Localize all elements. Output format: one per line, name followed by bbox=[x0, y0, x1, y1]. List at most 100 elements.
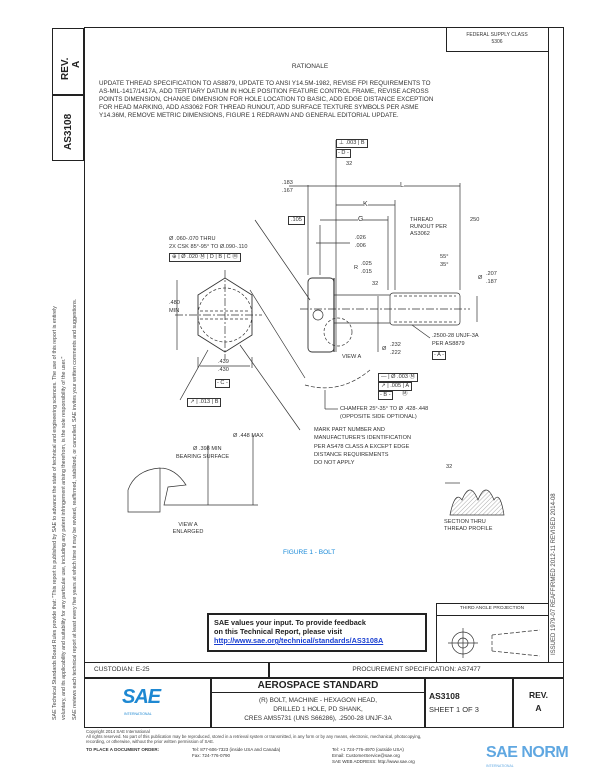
rev-cell bbox=[513, 678, 564, 728]
datum-c: - C - bbox=[215, 379, 230, 388]
custodian-cell bbox=[84, 662, 269, 678]
procurement-cell bbox=[269, 662, 564, 678]
dia-symbol-207: Ø bbox=[478, 275, 483, 281]
dim-g: G bbox=[358, 216, 364, 223]
leader bbox=[239, 344, 301, 431]
chamfer-arc bbox=[304, 369, 371, 389]
datum-b: - B - bbox=[378, 391, 393, 400]
leader bbox=[179, 349, 209, 401]
view-a-circle bbox=[323, 317, 353, 347]
dim-006: .006 bbox=[355, 243, 366, 249]
logo-cell bbox=[84, 678, 211, 728]
dim-480: .480 bbox=[169, 300, 180, 306]
tel-outside: Tel: +1 724-776-4970 (outside USA) bbox=[332, 747, 404, 752]
doc-number: AS3108 bbox=[429, 691, 460, 701]
dim-232: .232 bbox=[390, 342, 401, 348]
fcf-runout: ↗ | .005 | A bbox=[378, 382, 413, 391]
feedback-box: SAE values your input. To provide feedba… bbox=[207, 613, 427, 652]
datum-b-modifier: Ⓜ bbox=[402, 391, 408, 397]
rationale-line: AS-MIL-1417/1417A, ADD TERTIARY DATUM IN… bbox=[99, 88, 429, 96]
rationale-line: FOR HEAD MARKING, ADD AS3062 FOR THREAD … bbox=[99, 104, 419, 112]
chamfer-note-2: (OPPOSITE SIDE OPTIONAL) bbox=[340, 414, 417, 420]
datum-a: - A - bbox=[432, 351, 446, 360]
chamfer-note: CHAMFER 25°-35° TO Ø .428-.448 bbox=[340, 406, 429, 412]
angle-55: 55° bbox=[440, 254, 449, 260]
thread-profile bbox=[449, 489, 505, 516]
drill-hole bbox=[312, 309, 324, 321]
dim-187: .187 bbox=[486, 279, 497, 285]
custodian: CUSTODIAN: E-25 bbox=[94, 666, 150, 673]
roughness-32-thread: 32 bbox=[446, 464, 453, 470]
sheet-number: SHEET 1 OF 3 bbox=[429, 705, 479, 714]
thread-spec: .2500-28 UNJF-3A bbox=[432, 333, 479, 339]
order-label: TO PLACE A DOCUMENT ORDER: bbox=[86, 747, 160, 752]
title-cell bbox=[211, 678, 425, 728]
dim-398-min: Ø .398 MIN bbox=[193, 446, 222, 452]
shank bbox=[334, 294, 390, 324]
dim-r025: .025 bbox=[361, 261, 372, 267]
feedback-line1: SAE values your input. To provide feedba… bbox=[214, 618, 366, 627]
dim-r015: .015 bbox=[361, 269, 372, 275]
dim-439: .439 bbox=[218, 359, 229, 365]
rationale-heading: RATIONALE bbox=[291, 63, 329, 70]
hole-note-2: 2X CSK 85°-95° TO Ø.090-.110 bbox=[169, 244, 248, 250]
figure-caption: FIGURE 1 - BOLT bbox=[283, 549, 336, 556]
head-side-view bbox=[307, 277, 335, 353]
sae-logo: SAE bbox=[122, 686, 161, 708]
roughness-32-top: 32 bbox=[346, 161, 353, 167]
supply-class-box bbox=[446, 27, 548, 52]
watermark-logo: SAE NORM bbox=[486, 744, 569, 761]
dim-222: .222 bbox=[390, 350, 401, 356]
hole-note-1: Ø .060-.070 THRU bbox=[169, 236, 216, 242]
footer: Copyright 2014 SAE International All rig… bbox=[86, 729, 422, 745]
fcf-hole-position: ⊕ | Ø .020 Ⓜ | D | B | C Ⓜ bbox=[169, 253, 241, 262]
dim-430: .430 bbox=[218, 367, 229, 373]
hole-leader bbox=[254, 219, 311, 301]
feedback-link[interactable]: http://www.sae.org/technical/standards/A… bbox=[214, 636, 384, 645]
dim-l: L bbox=[400, 182, 404, 189]
left-rev-box bbox=[52, 28, 84, 95]
dim-448-max: Ø .448 MAX bbox=[233, 433, 264, 439]
supply-class-line2: 5306 bbox=[491, 39, 503, 45]
fcf-perpendicularity: ⊥ .003 | B bbox=[336, 139, 368, 148]
roughness-32-shank: 32 bbox=[372, 281, 379, 287]
doc-number-cell bbox=[425, 678, 513, 728]
leader bbox=[249, 289, 306, 379]
watermark-sub: INTERNATIONAL bbox=[486, 764, 514, 768]
rev-value: A bbox=[535, 703, 542, 713]
dim-207: .207 bbox=[486, 271, 497, 277]
projection-label: THIRD ANGLE PROJECTION bbox=[459, 606, 525, 611]
supply-class-line1: FEDERAL SUPPLY CLASS bbox=[466, 32, 528, 38]
fax: Fax: 724-776-0790 bbox=[192, 753, 231, 758]
fcf-straightness: — | Ø .003 Ⓜ bbox=[378, 373, 419, 382]
dim-k: K bbox=[363, 201, 368, 208]
tel-inside: Tel: 877-606-7323 (inside USA and Canada… bbox=[192, 747, 281, 752]
projection-cone bbox=[491, 629, 541, 657]
feedback-line2: on this Technical Report, please visit bbox=[214, 627, 342, 636]
thread-spec-standard: PER AS8879 bbox=[432, 341, 465, 347]
view-a-enlarged bbox=[127, 467, 258, 513]
thread-leader bbox=[411, 324, 431, 339]
view-a-label: VIEW A bbox=[342, 354, 362, 360]
sae-logo-sub: INTERNATIONAL bbox=[124, 712, 152, 716]
bearing-surface: BEARING SURFACE bbox=[176, 454, 230, 460]
rationale-text: UPDATE THREAD SPECIFICATION TO AS8879, U… bbox=[99, 80, 433, 120]
dim-183: .183 bbox=[282, 180, 293, 186]
dim-105-basic: .105 bbox=[288, 216, 305, 225]
left-doc-box bbox=[52, 95, 84, 161]
dia-symbol-232: Ø bbox=[382, 346, 387, 352]
datum-d: - D - bbox=[336, 149, 351, 158]
rev-label: REV. bbox=[528, 690, 549, 700]
angle-35: 35° bbox=[440, 262, 449, 268]
fcf-head-runout: ↗ | .013 | B bbox=[187, 398, 222, 407]
procurement-spec: PROCUREMENT SPECIFICATION: AS7477 bbox=[352, 666, 481, 673]
email: Email: CustomerService@sae.org bbox=[332, 753, 400, 758]
dim-167: .167 bbox=[282, 188, 293, 194]
projection-box bbox=[436, 603, 548, 663]
radius-label: R bbox=[354, 265, 359, 271]
dim-026: .026 bbox=[355, 235, 366, 241]
